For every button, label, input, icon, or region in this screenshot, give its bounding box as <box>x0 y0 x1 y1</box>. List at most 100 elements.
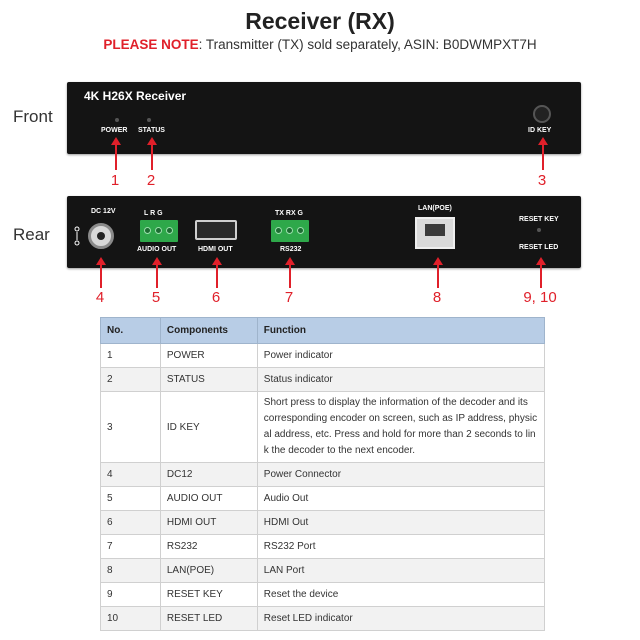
id-key-label: ID KEY <box>528 127 552 134</box>
cell-component: LAN(POE) <box>159 558 258 583</box>
hdmi-port <box>195 220 237 240</box>
cell-function: Reset LED indicator <box>256 606 546 631</box>
callout-line <box>151 144 153 170</box>
lan-port <box>415 217 455 249</box>
cell-component: ID KEY <box>159 391 258 463</box>
cell-component: AUDIO OUT <box>159 486 258 511</box>
cell-function: Short press to display the information o… <box>256 391 546 463</box>
power-led <box>115 118 119 122</box>
cell-component: HDMI OUT <box>159 510 258 535</box>
callout-arrow <box>212 257 222 265</box>
status-led <box>147 118 151 122</box>
callout-9-10: 9, 10 <box>523 289 557 306</box>
callout-3: 3 <box>537 172 547 189</box>
callout-line <box>156 264 158 288</box>
callout-arrow <box>147 137 157 145</box>
callout-line <box>100 264 102 288</box>
device-title: 4K H26X Receiver <box>84 89 187 103</box>
cell-no: 10 <box>100 606 161 631</box>
callout-line <box>437 264 439 288</box>
callout-4: 4 <box>95 289 105 306</box>
screw <box>275 227 282 234</box>
note-text: : Transmitter (TX) sold separately, ASIN… <box>198 37 537 52</box>
rs232-label: RS232 <box>280 246 302 253</box>
callout-line <box>542 144 544 170</box>
callout-6: 6 <box>211 289 221 306</box>
cell-no: 4 <box>100 462 161 487</box>
callout-arrow <box>111 137 121 145</box>
callout-arrow <box>285 257 295 265</box>
cell-function: Power Connector <box>256 462 546 487</box>
cell-component: POWER <box>159 343 258 368</box>
table-header-row: No. Components Function <box>100 317 546 344</box>
dc-label: DC 12V <box>91 208 116 215</box>
cell-component: DC12 <box>159 462 258 487</box>
cell-function: Power indicator <box>256 343 546 368</box>
cell-no: 1 <box>100 343 161 368</box>
status-label: STATUS <box>138 127 165 134</box>
page-title: Receiver (RX) <box>245 8 395 34</box>
cell-no: 3 <box>100 391 161 463</box>
cell-function: HDMI Out <box>256 510 546 535</box>
audio-terminal <box>140 220 178 242</box>
reset-key-hole <box>537 228 541 232</box>
rear-panel: DC 12V L R G AUDIO OUT HDMI OUT TX RX G … <box>67 196 581 268</box>
audio-pin-labels: L R G <box>144 210 163 217</box>
cell-function: Reset the device <box>256 582 546 607</box>
power-label: POWER <box>101 127 128 134</box>
id-key-button <box>533 105 551 123</box>
cell-function: LAN Port <box>256 558 546 583</box>
hdmi-out-label: HDMI OUT <box>198 246 233 253</box>
screw <box>144 227 151 234</box>
cell-no: 8 <box>100 558 161 583</box>
audio-out-label: AUDIO OUT <box>137 246 177 253</box>
cell-component: RS232 <box>159 534 258 559</box>
reset-led-label: RESET LED <box>519 244 559 251</box>
cell-no: 9 <box>100 582 161 607</box>
callout-line <box>289 264 291 288</box>
cell-function: RS232 Port <box>256 534 546 559</box>
cell-no: 7 <box>100 534 161 559</box>
callout-arrow <box>152 257 162 265</box>
screw <box>155 227 162 234</box>
cell-no: 2 <box>100 367 161 392</box>
note-line: PLEASE NOTE: Transmitter (TX) sold separ… <box>0 37 640 52</box>
cell-component: RESET KEY <box>159 582 258 607</box>
cell-component: STATUS <box>159 367 258 392</box>
callout-2: 2 <box>146 172 156 189</box>
reset-key-label: RESET KEY <box>519 216 559 223</box>
front-panel: 4K H26X Receiver POWER STATUS ID KEY <box>67 82 581 154</box>
screw <box>166 227 173 234</box>
cell-no: 6 <box>100 510 161 535</box>
callout-7: 7 <box>284 289 294 306</box>
note-label: PLEASE NOTE <box>103 37 199 52</box>
screw <box>297 227 304 234</box>
header-components: Components <box>159 317 258 344</box>
callout-line <box>540 264 542 288</box>
polarity-icon <box>74 226 80 246</box>
callout-line <box>216 264 218 288</box>
callout-8: 8 <box>432 289 442 306</box>
rs232-terminal <box>271 220 309 242</box>
callout-arrow <box>96 257 106 265</box>
cell-function: Status indicator <box>256 367 546 392</box>
dc-jack <box>88 223 114 249</box>
callout-5: 5 <box>151 289 161 306</box>
front-label: Front <box>13 107 53 126</box>
rear-label: Rear <box>13 225 50 244</box>
callout-1: 1 <box>110 172 120 189</box>
callout-arrow <box>536 257 546 265</box>
lan-label: LAN(POE) <box>418 205 452 212</box>
callout-arrow <box>433 257 443 265</box>
cell-component: RESET LED <box>159 606 258 631</box>
